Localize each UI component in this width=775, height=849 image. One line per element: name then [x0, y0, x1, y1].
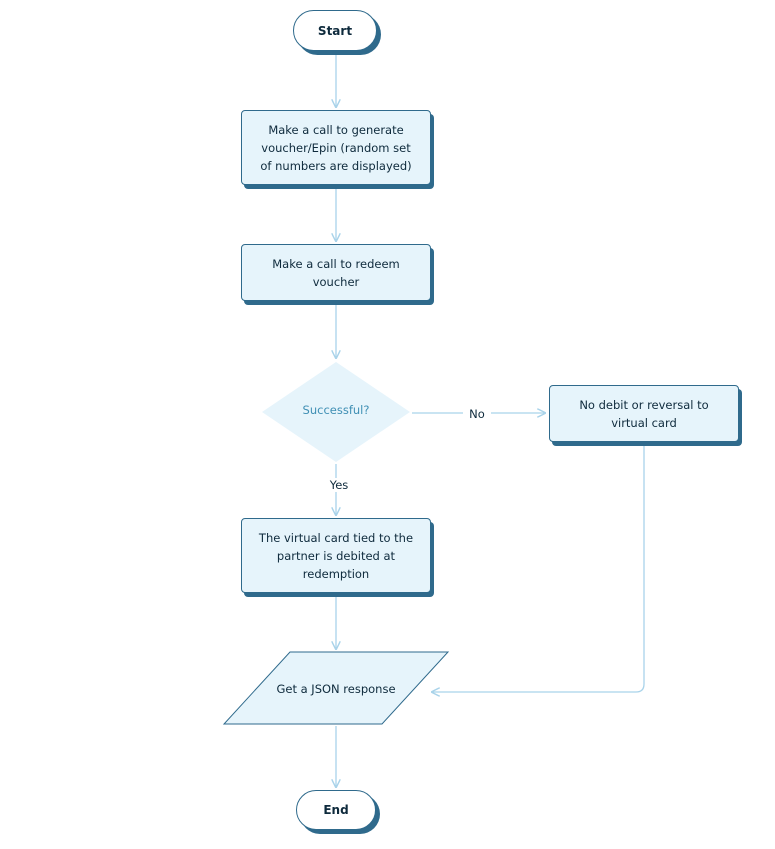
card-debited-label: The virtual card tied to the partner is … — [258, 530, 414, 581]
end-label: End — [323, 803, 349, 817]
redeem-voucher-label: Make a call to redeem voucher — [272, 256, 400, 289]
json-parallelogram — [222, 651, 450, 725]
redeem-voucher-process: Make a call to redeem voucher — [241, 244, 431, 301]
generate-voucher-label: Make a call to generate voucher/Epin (ra… — [260, 122, 412, 173]
start-label: Start — [317, 23, 353, 38]
card-debited-process: The virtual card tied to the partner is … — [241, 518, 431, 593]
edge-label-no: No — [463, 407, 491, 421]
generate-voucher-process: Make a call to generate voucher/Epin (ra… — [241, 110, 431, 185]
json-response-label: Get a JSON response — [276, 682, 396, 696]
end-terminal: End — [296, 790, 376, 830]
no-debit-label: No debit or reversal to virtual card — [579, 397, 709, 430]
decision-label: Successful? — [302, 403, 370, 417]
start-terminal: Start — [293, 10, 377, 51]
decision-diamond — [262, 362, 410, 462]
no-debit-process: No debit or reversal to virtual card — [549, 385, 739, 442]
connector-no-debit-to-json — [432, 444, 645, 692]
edge-label-yes: Yes — [322, 478, 356, 492]
